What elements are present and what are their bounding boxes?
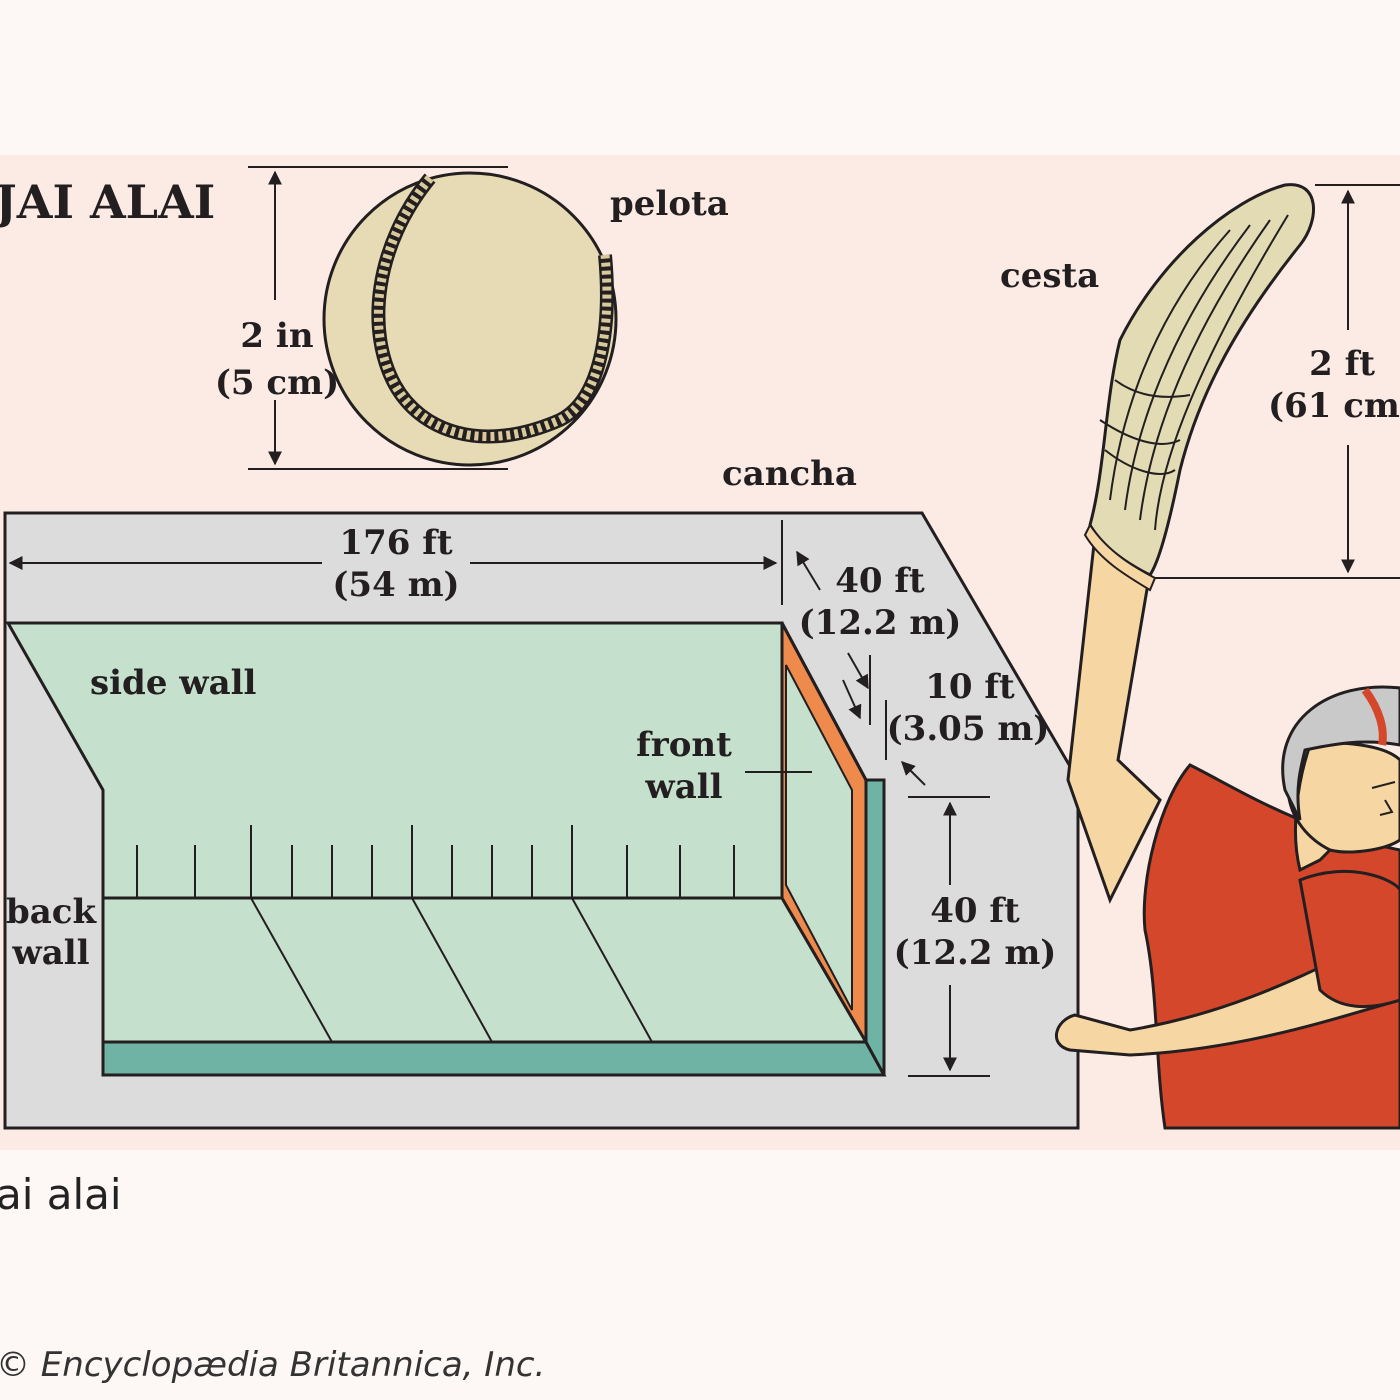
offset-line1: 10 ft xyxy=(925,667,1015,707)
cesta-label: cesta xyxy=(1000,256,1099,296)
floor-edge xyxy=(101,1040,887,1077)
height-line1: 40 ft xyxy=(930,891,1020,931)
front-width-line2: (12.2 m) xyxy=(799,603,962,643)
back-wall-label-line2: wall xyxy=(11,933,89,973)
figure-caption: ai alai xyxy=(0,1170,122,1219)
length-dimension xyxy=(8,520,783,605)
pelota-label: pelota xyxy=(610,184,729,224)
diagram-title: JAI ALAI xyxy=(0,175,215,229)
front-wall-label-line2: wall xyxy=(644,767,722,807)
offset-dimension xyxy=(842,679,926,786)
front-width-dimension xyxy=(796,550,871,725)
cesta-size-line1: 2 ft xyxy=(1309,344,1375,384)
cesta-dimension xyxy=(1155,184,1400,579)
jai-alai-diagram: JAI ALAI pelota 2 in (5 cm) cesta 2 ft (… xyxy=(0,155,1400,1150)
pelota-size-line2: (5 cm) xyxy=(215,363,339,403)
cesta-size-line2: (61 cm) xyxy=(1268,386,1400,426)
front-wall-plane xyxy=(780,622,886,1076)
offset-line2: (3.05 m) xyxy=(887,709,1050,749)
pelota-dimension xyxy=(248,166,508,470)
height-dimension xyxy=(908,796,990,1077)
back-wall-label-line1: back xyxy=(6,892,98,932)
floor-markings xyxy=(250,897,653,1043)
pelota-size-line1: 2 in xyxy=(240,316,313,356)
side-wall-label: side wall xyxy=(90,663,257,703)
player-figure xyxy=(1054,532,1400,1130)
cesta-basket xyxy=(1083,183,1315,592)
height-line2: (12.2 m) xyxy=(894,933,1057,973)
court-floor xyxy=(101,896,869,1044)
length-line1: 176 ft xyxy=(339,523,452,563)
side-wall-markings xyxy=(136,825,735,898)
front-width-line1: 40 ft xyxy=(835,561,925,601)
pelota-ball xyxy=(322,171,618,467)
front-wall-label-line1: front xyxy=(636,725,732,765)
cancha-label: cancha xyxy=(722,454,857,494)
length-line2: (54 m) xyxy=(332,565,459,605)
copyright-credit: © Encyclopædia Britannica, Inc. xyxy=(0,1345,546,1385)
